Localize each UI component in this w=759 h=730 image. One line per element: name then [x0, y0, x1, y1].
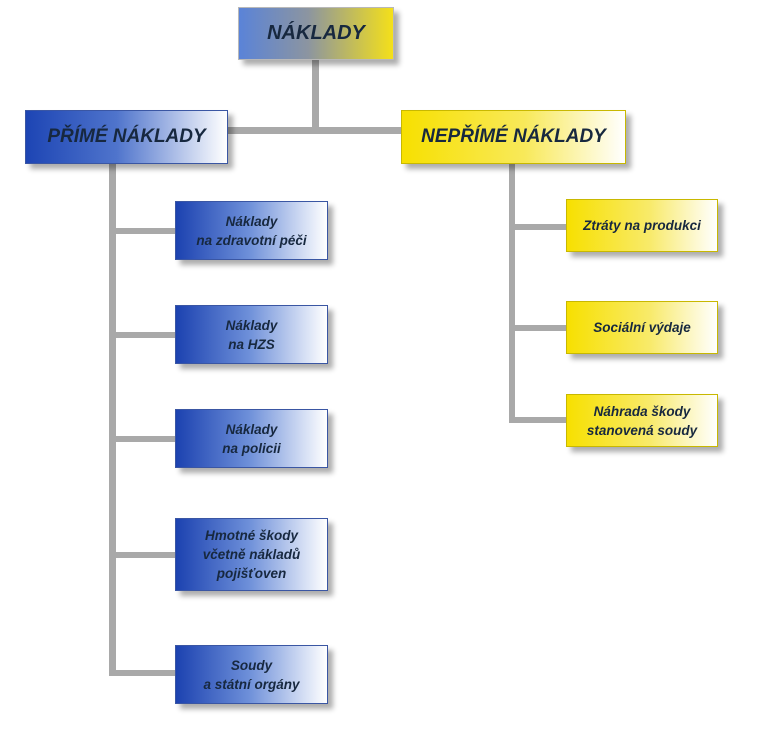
direct-item-police: Náklady na policii — [175, 409, 328, 468]
connector-indirect-branch-1 — [509, 224, 566, 230]
root-node: NÁKLADY — [238, 7, 394, 60]
connector-direct-branch-5 — [109, 670, 175, 676]
indirect-item-social-expenses: Sociální výdaje — [566, 301, 718, 354]
direct-costs-node: PŘÍMÉ NÁKLADY — [25, 110, 228, 164]
direct-item-material-damage: Hmotné škody včetně nákladů pojišťoven — [175, 518, 328, 591]
connector-indirect-branch-3 — [509, 417, 566, 423]
connector-root-down — [312, 60, 319, 132]
connector-indirect-branch-2 — [509, 325, 566, 331]
indirect-costs-node: NEPŘÍMÉ NÁKLADY — [401, 110, 626, 164]
connector-direct-branch-2 — [109, 332, 175, 338]
indirect-item-production-loss: Ztráty na produkci — [566, 199, 718, 252]
connector-direct-trunk — [109, 164, 116, 676]
connector-direct-branch-1 — [109, 228, 175, 234]
direct-item-fire-rescue: Náklady na HZS — [175, 305, 328, 364]
connector-main-horizontal — [228, 127, 401, 134]
direct-item-courts: Soudy a státní orgány — [175, 645, 328, 704]
connector-indirect-trunk — [509, 164, 515, 423]
connector-direct-branch-3 — [109, 436, 175, 442]
connector-direct-branch-4 — [109, 552, 175, 558]
indirect-item-court-damages: Náhrada škody stanovená soudy — [566, 394, 718, 447]
direct-item-healthcare: Náklady na zdravotní péči — [175, 201, 328, 260]
